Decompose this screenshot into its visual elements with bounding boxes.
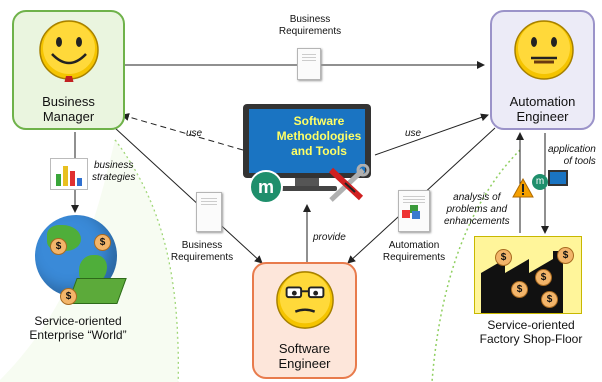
- coin-icon: $: [557, 247, 574, 264]
- automation-engineer-node: Automation Engineer: [490, 10, 595, 130]
- software-engineer-node: Software Engineer: [252, 262, 357, 379]
- mini-monitor-icon: [548, 170, 568, 186]
- mini-tool-icon: m: [532, 174, 548, 190]
- business-strategies-label: business strategies: [92, 160, 136, 183]
- factory-box: $ $ $ $ $: [474, 236, 582, 314]
- right-decorative-curve: [431, 149, 521, 382]
- coin-icon: $: [511, 281, 528, 298]
- edge-use-left: [121, 113, 244, 151]
- monitor-screen: [249, 109, 365, 173]
- coin-icon: $: [94, 234, 111, 251]
- monitor-stand: [295, 178, 319, 186]
- enterprise-caption: Service-oriented Enterprise “World”: [29, 314, 127, 342]
- edge-manager-to-software: [114, 127, 263, 264]
- neutral-face-icon: [514, 20, 574, 80]
- use-left-label: use: [186, 128, 203, 139]
- factory-caption: Service-oriented Factory Shop-Floor: [479, 318, 583, 346]
- coin-icon: $: [541, 291, 558, 308]
- monitor-base: [277, 186, 337, 191]
- top-business-requirements-label: Business Requirements: [278, 14, 342, 37]
- analysis-label: analysis of problems and enhancements: [444, 192, 510, 227]
- business-manager-label: Business Manager: [42, 94, 95, 124]
- wrench-screwdriver-icon: [328, 164, 370, 202]
- application-of-tools-label: application of tools: [548, 144, 596, 167]
- bar-chart-icon: [50, 158, 88, 190]
- nerd-face-icon: [276, 271, 334, 329]
- left-business-requirements-label: Business Requirements: [170, 240, 234, 263]
- monitor-label: Software Methodologies and Tools: [276, 114, 362, 158]
- coin-icon: $: [495, 249, 512, 266]
- happy-face-icon: [38, 20, 99, 82]
- automation-requirements-label: Automation Requirements: [382, 240, 446, 263]
- coin-icon: $: [60, 288, 77, 305]
- top-requirements-doc: [297, 48, 321, 80]
- warning-icon: [512, 178, 534, 198]
- software-engineer-label: Software Engineer: [278, 341, 331, 371]
- cubes-icon: [402, 205, 422, 219]
- coin-icon: $: [50, 238, 67, 255]
- business-manager-node: Business Manager: [12, 10, 125, 130]
- tool-logo-icon: m: [249, 170, 283, 204]
- left-requirements-doc: [196, 192, 222, 232]
- edge-use-right: [374, 113, 489, 156]
- automation-engineer-label: Automation Engineer: [509, 94, 576, 124]
- provide-label: provide: [313, 232, 346, 243]
- coin-icon: $: [535, 269, 552, 286]
- software-tools-monitor: Software Methodologies and Tools m: [243, 104, 375, 204]
- use-right-label: use: [405, 128, 422, 139]
